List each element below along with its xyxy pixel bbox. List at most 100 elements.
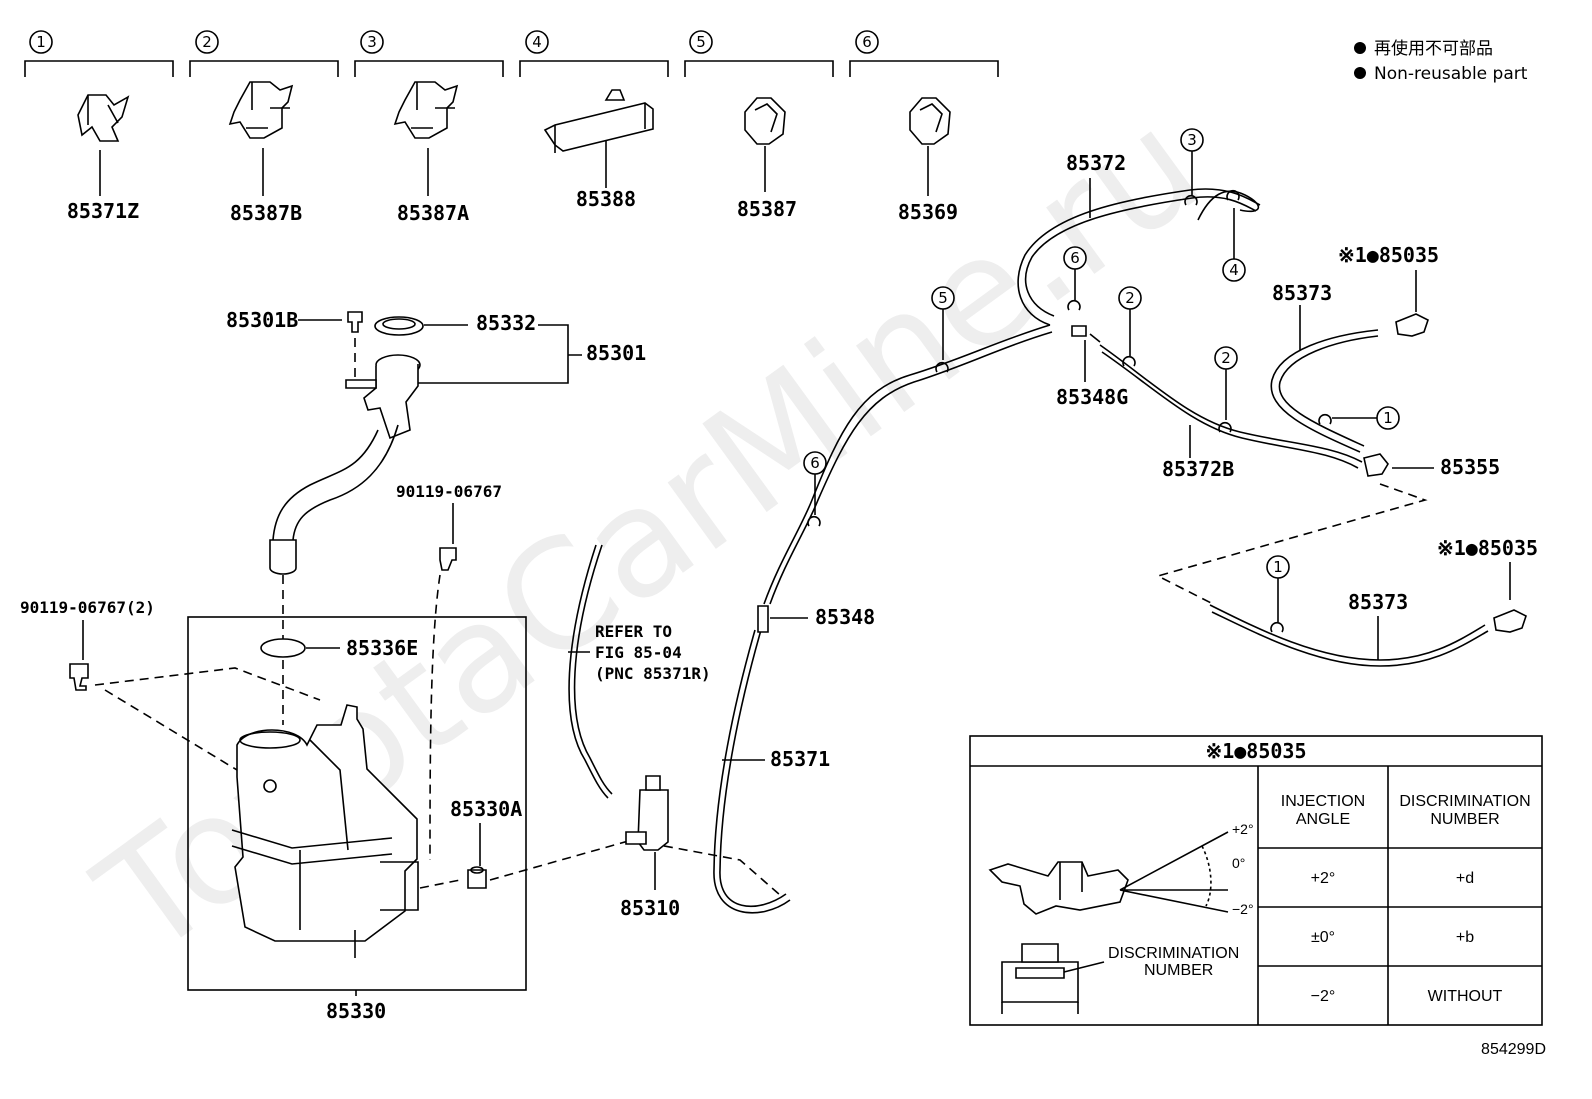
callout-6a: 6 [1063, 246, 1087, 311]
part-85388: 85388 [576, 187, 636, 211]
figure-id: 854299D [1481, 1041, 1546, 1058]
bolt-85301B-icon [347, 311, 363, 333]
clip-85387-icon [744, 97, 786, 145]
part-85387A: 85387A [397, 201, 469, 225]
joint-85355-icon [1363, 453, 1389, 477]
clip-group-2-num: 2 [202, 33, 212, 51]
part-85369: 85369 [898, 200, 958, 224]
clip-85387B-icon [228, 81, 294, 139]
part-85387B: 85387B [230, 201, 302, 225]
part-85332: 85332 [476, 311, 536, 335]
part-85372: 85372 [1066, 151, 1126, 175]
grommet-85330A-icon [467, 869, 487, 889]
part-85310: 85310 [620, 896, 680, 920]
svg-text:1: 1 [1383, 409, 1393, 427]
callout-3: 3 [1180, 128, 1204, 206]
table-col2-line1: DISCRIMINATION [1399, 793, 1530, 810]
legend-jp: 再使用不可部品 [1374, 38, 1493, 59]
table-row1-angle: +2° [1311, 870, 1336, 887]
joint-85348-icon [757, 605, 769, 633]
discrimination-illustration: DISCRIMINATION NUMBER [1001, 943, 1239, 1014]
part-85348: 85348 [815, 605, 875, 629]
svg-text:1: 1 [1273, 558, 1283, 576]
svg-text:4: 4 [1229, 261, 1239, 279]
clip-85388-icon [543, 89, 654, 153]
clip-85369-icon [909, 97, 951, 145]
table-col2-line2: NUMBER [1430, 811, 1499, 828]
bolt-90119-06767-icon [439, 547, 457, 571]
bolt-90119-06767-2-icon [69, 663, 89, 691]
nozzle-85035-upper-icon [1395, 313, 1429, 337]
clip-group-6-num: 6 [862, 33, 872, 51]
hose-85371: 85371 [713, 629, 830, 914]
table-row3-angle: −2° [1311, 988, 1336, 1005]
nozzle-angle-illustration: +2° 0° −2° [988, 821, 1254, 917]
part-85035-upper: ※1●85035 [1338, 243, 1439, 267]
angle-zero: 0° [1232, 855, 1245, 871]
table-row3-disc: WITHOUT [1428, 988, 1503, 1005]
clip-group-5-num: 5 [696, 33, 706, 51]
table-col1-line1: INJECTION [1281, 793, 1365, 810]
callout-2b: 2 [1214, 346, 1238, 433]
grommet-85336E-icon [260, 638, 306, 658]
angle-minus2: −2° [1232, 901, 1254, 917]
callout-5: 5 [931, 286, 955, 373]
part-85336E: 85336E [346, 636, 418, 660]
joint-85348G-icon [1071, 325, 1087, 337]
injection-angle-table: ※1●85035 INJECTION ANGLE DISCRIMINATION … [969, 735, 1543, 1026]
disc-label-line1: DISCRIMINATION [1108, 945, 1239, 962]
clip-group-3: 3 85387A [354, 30, 504, 225]
part-85372B: 85372B [1162, 457, 1234, 481]
clip-group-3-num: 3 [367, 33, 377, 51]
part-85355: 85355 [1440, 455, 1500, 479]
svg-text:5: 5 [938, 289, 948, 307]
callout-1a: 1 [1318, 406, 1400, 430]
part-85301: 85301 [586, 341, 646, 365]
filler-pipe-icon [269, 354, 421, 575]
callout-4: 4 [1222, 189, 1246, 282]
svg-text:2: 2 [1125, 289, 1135, 307]
clip-group-1: 1 85371Z [24, 30, 174, 223]
legend-en: Non-reusable part [1374, 64, 1528, 84]
nozzle-85035-lower-icon [1493, 609, 1527, 633]
washer-pump-85310: 85310 [620, 775, 680, 920]
part-85371: 85371 [770, 747, 830, 771]
table-col1-line2: ANGLE [1296, 811, 1350, 828]
refer-note-line2: FIG 85-04 [595, 643, 682, 662]
washer-tank-icon [234, 704, 418, 942]
part-85387: 85387 [737, 197, 797, 221]
clip-group-4: 4 85388 [519, 30, 669, 211]
clip-group-4-num: 4 [532, 33, 542, 51]
part-85371Z: 85371Z [67, 199, 139, 223]
callout-6b: 6 [803, 451, 827, 527]
table-row2-disc: +b [1456, 929, 1474, 946]
clip-group-5: 5 85387 [684, 30, 834, 221]
svg-text:3: 3 [1187, 131, 1197, 149]
part-85373-upper: 85373 [1272, 281, 1332, 305]
part-85330A: 85330A [450, 797, 522, 821]
table-row1-disc: +d [1456, 870, 1474, 887]
filler-pipe-assembly: 85301B 85332 85301 [226, 308, 646, 640]
disc-label-line2: NUMBER [1144, 962, 1213, 979]
legend: 再使用不可部品 Non-reusable part [1354, 38, 1528, 84]
angle-plus2: +2° [1232, 821, 1254, 837]
table-title: ※1●85035 [1205, 739, 1306, 763]
callout-1b: 1 [1266, 555, 1290, 633]
part-85035-lower: ※1●85035 [1437, 536, 1538, 560]
svg-text:2: 2 [1221, 349, 1231, 367]
svg-text:6: 6 [810, 454, 820, 472]
clip-group-6: 6 85369 [849, 30, 999, 224]
part-85373-lower: 85373 [1348, 590, 1408, 614]
clip-85387A-icon [393, 81, 459, 139]
part-90119-06767: 90119-06767 [396, 482, 502, 501]
refer-note-line3: (PNC 85371R) [595, 664, 711, 683]
callout-2a: 2 [1118, 286, 1142, 367]
refer-note-line1: REFER TO [595, 622, 672, 641]
part-85330: 85330 [326, 999, 386, 1023]
part-85301B: 85301B [226, 308, 298, 332]
clip-85371Z-icon [77, 94, 130, 142]
svg-text:6: 6 [1070, 249, 1080, 267]
clip-group-2: 2 85387B [189, 30, 339, 225]
table-row2-angle: ±0° [1311, 929, 1335, 946]
washer-tank-group: 85330 [187, 616, 527, 1023]
